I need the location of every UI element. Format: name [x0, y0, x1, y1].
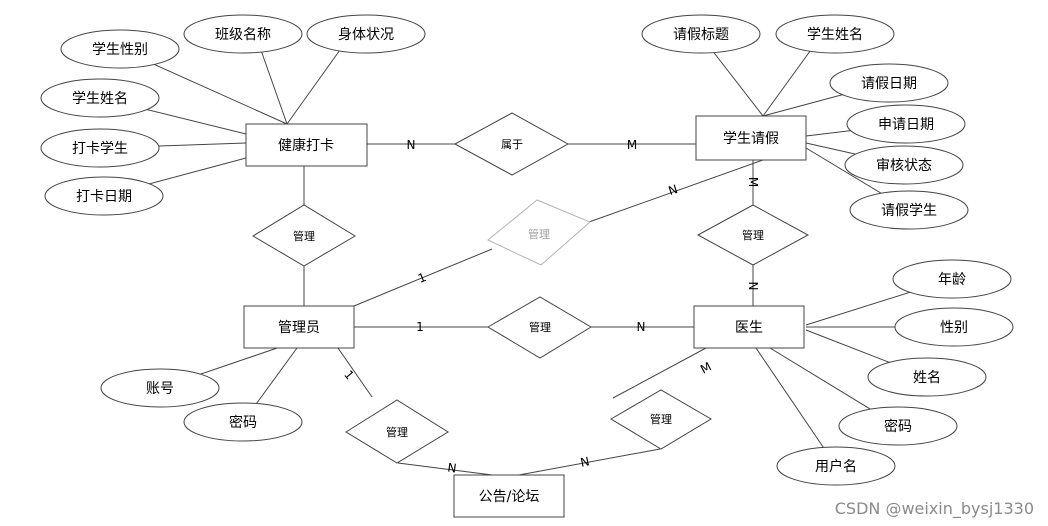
svg-text:账号: 账号 [146, 381, 174, 397]
attr-health-5: 打卡日期 [44, 176, 164, 216]
attr-admin-1: 密码 [183, 402, 303, 442]
rel-manage-admin-forum-label: 管理 [386, 425, 408, 439]
entity-leave: 学生请假 [695, 115, 807, 161]
rel-manage-admin-doctor: 管理 [487, 296, 592, 359]
rel-manage-doctor-forum: 管理 [610, 389, 712, 450]
card-doctor-forum-top: M [698, 359, 714, 376]
entity-health-label: 健康打卡 [278, 137, 334, 154]
svg-text:请假学生: 请假学生 [881, 203, 937, 219]
card-belongs-leave: M [627, 138, 637, 152]
svg-text:年龄: 年龄 [938, 272, 966, 288]
card-admin-manage-doctor: 1 [416, 320, 424, 334]
svg-text:打卡学生: 打卡学生 [72, 140, 128, 157]
card-health-belongs: N [407, 138, 416, 152]
entity-forum: 公告/论坛 [453, 474, 565, 518]
entity-admin-label: 管理员 [278, 320, 320, 336]
attr-health-2: 身体状况 [306, 14, 426, 54]
svg-text:密码: 密码 [884, 418, 912, 435]
attr-leave-0: 请假标题 [641, 14, 761, 54]
rel-belongs: 属于 [453, 112, 570, 176]
attr-leave-2: 请假日期 [829, 63, 949, 103]
watermark: CSDN @weixin_bysj1330 [834, 499, 1034, 518]
attr-health-1: 班级名称 [183, 14, 303, 54]
svg-text:性别: 性别 [940, 320, 968, 336]
attr-health-0: 学生性别 [60, 29, 180, 69]
svg-text:用户名: 用户名 [815, 458, 857, 475]
rel-belongs-label: 属于 [501, 138, 523, 151]
rel-manage-leave-doctor: 管理 [696, 204, 810, 266]
attr-health-4: 打卡学生 [40, 128, 160, 168]
svg-text:打卡日期: 打卡日期 [76, 188, 132, 205]
attr-leave-5: 请假学生 [849, 190, 969, 230]
rel-manage-health-label: 管理 [293, 229, 315, 243]
card-admin-forum-top: 1 [341, 368, 357, 383]
svg-text:申请日期: 申请日期 [878, 117, 934, 133]
card-admin-manage-leave: 1 [416, 270, 428, 286]
attr-health-3: 学生姓名 [40, 78, 160, 118]
rel-manage-leave-admin-label: 管理 [528, 227, 550, 241]
entity-leave-label: 学生请假 [723, 131, 779, 147]
svg-text:审核状态: 审核状态 [876, 158, 932, 174]
attr-doctor-2: 姓名 [867, 357, 987, 397]
svg-text:姓名: 姓名 [913, 370, 941, 386]
rel-manage-health: 管理 [252, 204, 356, 267]
card-leave-manage-doctor-bottom: N [746, 282, 760, 291]
attr-doctor-3: 密码 [838, 406, 958, 446]
svg-text:班级名称: 班级名称 [215, 27, 271, 43]
rel-manage-leave-doctor-label: 管理 [742, 228, 764, 242]
svg-text:密码: 密码 [229, 414, 257, 431]
svg-text:身体状况: 身体状况 [338, 27, 394, 43]
card-manage-leave-n: N [667, 182, 680, 198]
entity-forum-label: 公告/论坛 [479, 489, 540, 505]
card-leave-manage-doctor-top: M [746, 177, 760, 187]
attr-leave-4: 审核状态 [844, 145, 964, 185]
entity-doctor-label: 医生 [735, 320, 763, 336]
rel-manage-doctor-forum-label: 管理 [650, 412, 672, 426]
attr-admin-0: 账号 [100, 368, 220, 408]
attr-doctor-0: 年龄 [892, 259, 1012, 299]
svg-text:学生姓名: 学生姓名 [807, 27, 863, 43]
svg-text:学生姓名: 学生姓名 [72, 91, 128, 107]
card-manage-doctor-n: N [637, 320, 646, 334]
attr-doctor-1: 性别 [894, 307, 1014, 347]
card-admin-forum-bottom: N [447, 460, 458, 475]
card-doctor-forum-bottom: N [579, 454, 591, 470]
attr-leave-3: 申请日期 [846, 104, 966, 144]
entity-admin: 管理员 [243, 305, 355, 349]
svg-text:请假日期: 请假日期 [861, 76, 917, 92]
svg-text:请假标题: 请假标题 [673, 27, 729, 43]
rel-manage-admin-forum: 管理 [345, 399, 449, 464]
svg-text:学生性别: 学生性别 [92, 42, 148, 58]
rel-manage-leave-admin: 管理 [487, 199, 591, 266]
attr-leave-1: 学生姓名 [775, 14, 895, 54]
entity-doctor: 医生 [693, 305, 805, 349]
entity-health: 健康打卡 [245, 123, 368, 167]
rel-manage-admin-doctor-label: 管理 [529, 320, 551, 334]
attr-doctor-4: 用户名 [776, 446, 896, 486]
